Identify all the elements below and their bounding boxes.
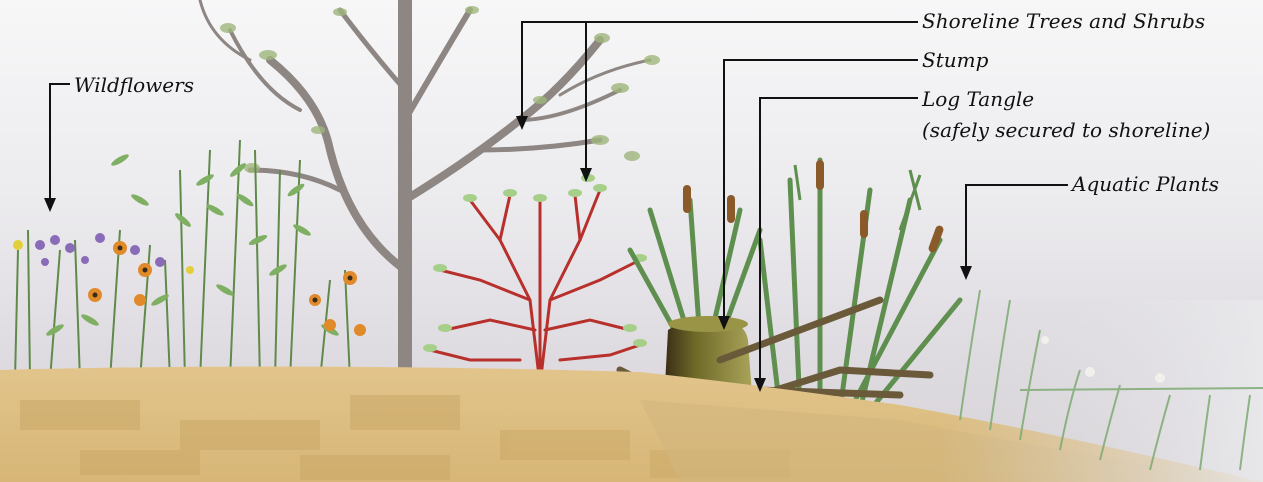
wildflowers-leader [50, 84, 70, 200]
tree-leaves [220, 6, 660, 173]
log-tangle-note-label: (safely secured to shoreline) [922, 118, 1210, 142]
red-dogwood-shrub [430, 190, 640, 385]
shoreline-trees-label: Shoreline Trees and Shrubs [922, 9, 1205, 33]
aquatic-leader [966, 185, 1068, 268]
aquatic-plants-label: Aquatic Plants [1072, 172, 1219, 196]
wildflowers [13, 140, 366, 380]
wildflowers-label: Wildflowers [74, 73, 194, 97]
aquatic-plants [940, 290, 1263, 482]
stump-label: Stump [922, 48, 988, 72]
trees-leader [522, 22, 918, 118]
log-tangle-label: Log Tangle [922, 87, 1034, 111]
